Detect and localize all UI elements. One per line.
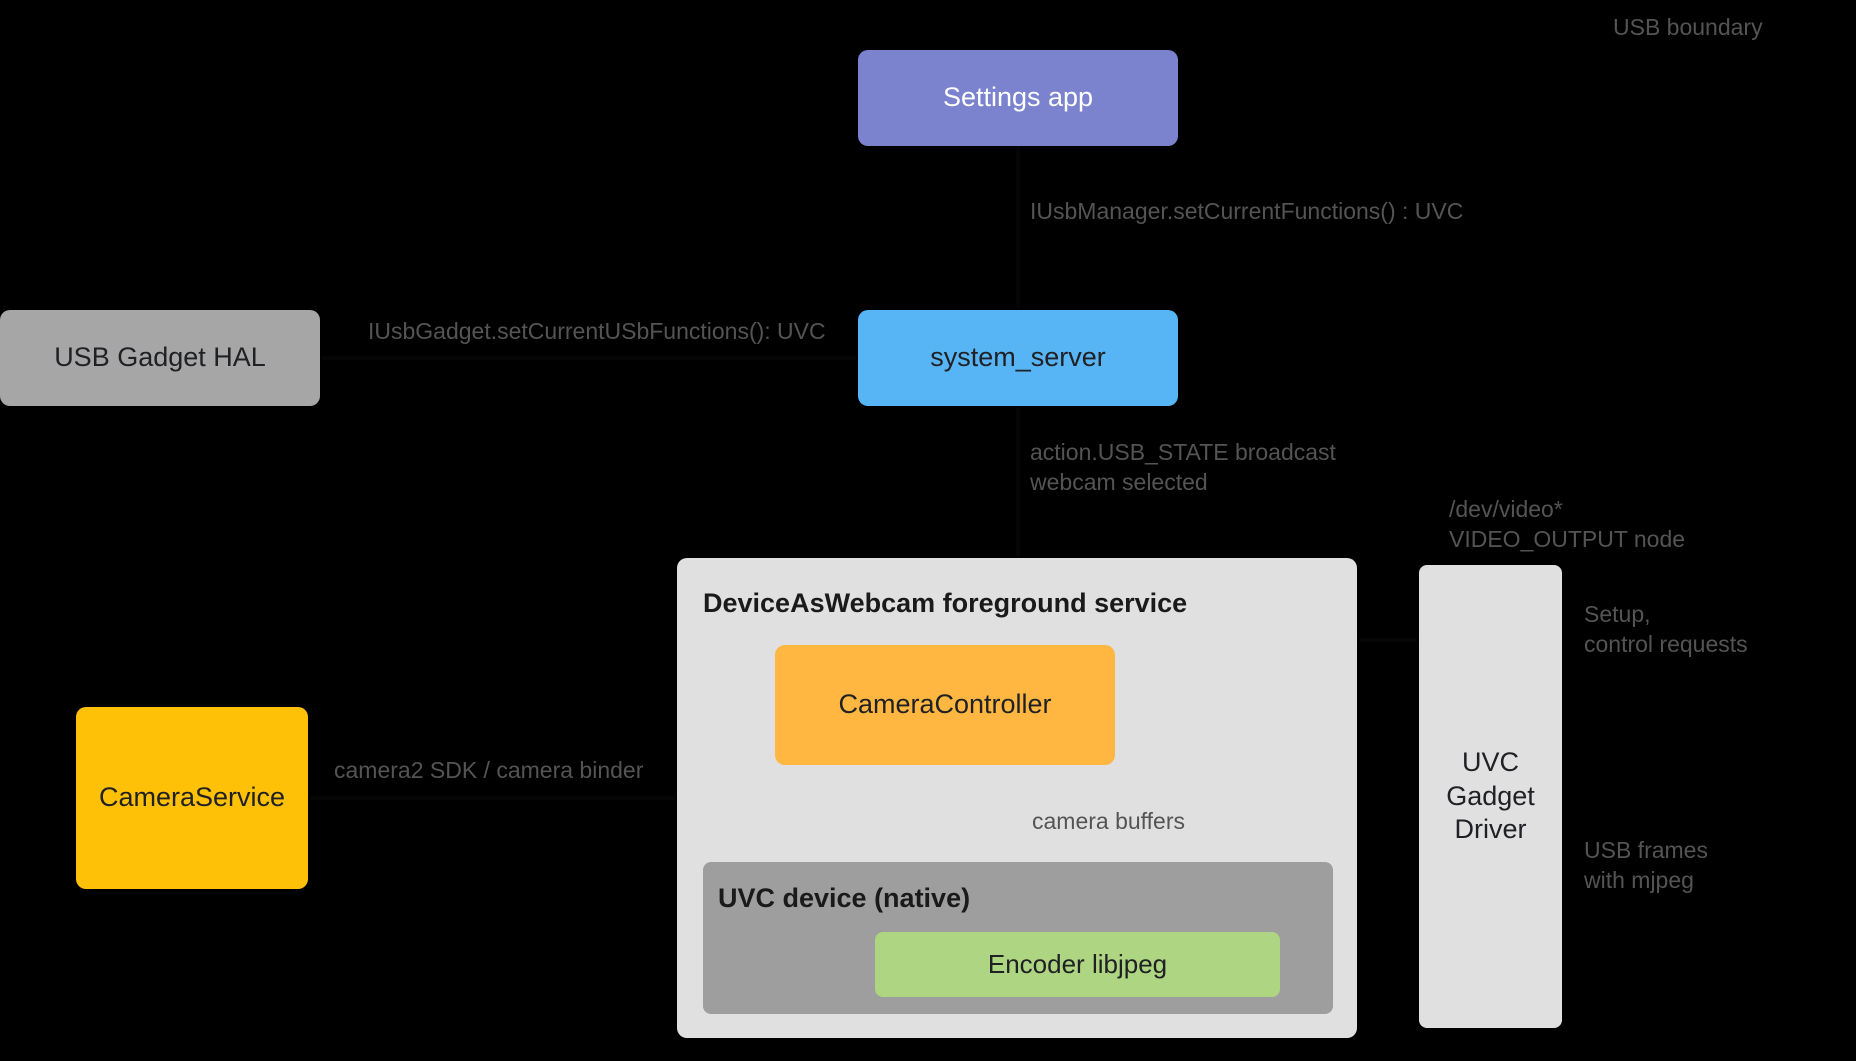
node-settings-app[interactable]: Settings app (858, 50, 1178, 146)
node-camera-service[interactable]: CameraService (76, 707, 308, 889)
node-encoder-libjpeg[interactable]: Encoder libjpeg (875, 932, 1280, 997)
label-usb-frames-mjpeg: USB frames with mjpeg (1584, 837, 1708, 894)
label-dev-video-node: /dev/video* VIDEO_OUTPUT node (1449, 496, 1686, 553)
node-camera-controller[interactable]: CameraController (775, 645, 1115, 765)
label-usb-boundary: USB boundary (1613, 14, 1763, 40)
node-uvc-gadget-driver[interactable]: UVC Gadget Driver (1419, 565, 1562, 1028)
label-iusbgadget-setcurrentusbfunctions: IUsbGadget.setCurrentUSbFunctions(): UVC (368, 318, 826, 344)
node-system-server[interactable]: system_server (858, 310, 1178, 406)
label-camera-buffers: camera buffers (1032, 808, 1185, 834)
group-deviceaswebcam-service-title: DeviceAsWebcam foreground service (703, 588, 1188, 618)
label-camera2-sdk-binder: camera2 SDK / camera binder (334, 757, 644, 783)
label-usb-state-broadcast: action.USB_STATE broadcast webcam select… (1030, 439, 1336, 496)
label-iusbmanager-setcurrentfunctions: IUsbManager.setCurrentFunctions() : UVC (1030, 198, 1464, 224)
label-setup-control-requests: Setup, control requests (1584, 601, 1748, 658)
node-usb-gadget-hal[interactable]: USB Gadget HAL (0, 310, 320, 406)
group-uvc-device-native-title: UVC device (native) (718, 883, 971, 913)
